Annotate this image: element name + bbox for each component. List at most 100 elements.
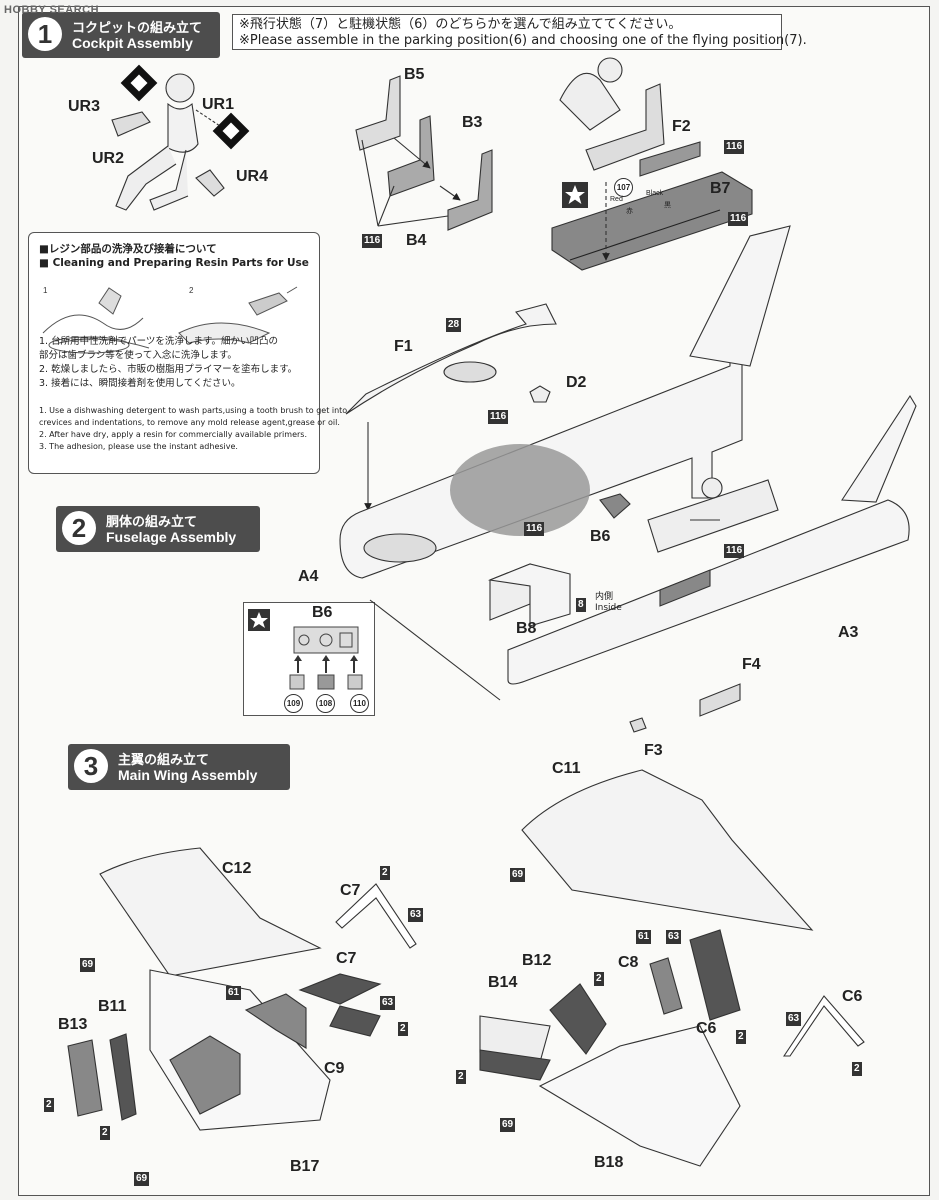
step-en-2: 2. After have dry, apply a resin for com… bbox=[39, 430, 307, 439]
label-b4: B4 bbox=[406, 232, 427, 249]
label-b12: B12 bbox=[522, 952, 552, 969]
color-code-69: 69 bbox=[80, 958, 96, 972]
inside-label: 内側 Inside bbox=[595, 592, 622, 614]
label-b13: B13 bbox=[58, 1016, 88, 1033]
color-code-28: 28 bbox=[446, 318, 462, 332]
label-b11: B11 bbox=[98, 998, 127, 1015]
color-code-2: 2 bbox=[44, 1098, 54, 1112]
label-f2: F2 bbox=[672, 118, 691, 135]
step-en-1: 1. Use a dishwashing detergent to wash p… bbox=[39, 406, 348, 415]
label-b18: B18 bbox=[594, 1154, 624, 1171]
color-code-116: 116 bbox=[488, 410, 509, 424]
resin-title-jp: ■レジン部品の洗浄及び接着について bbox=[39, 243, 217, 255]
label-a4: A4 bbox=[298, 568, 319, 585]
section-title-en: Main Wing Assembly bbox=[118, 767, 258, 783]
color-code-63: 63 bbox=[380, 996, 396, 1010]
inside-jp: 内側 bbox=[595, 592, 614, 602]
notice-jp: ※飛行状態（7）と駐機状態（6）のどちらかを選んで組み立ててください。 bbox=[239, 17, 682, 32]
resin-illustration: 1 2 bbox=[42, 286, 298, 354]
color-code-2: 2 bbox=[398, 1022, 408, 1036]
decal-110: 110 bbox=[350, 694, 369, 713]
watermark: HOBBY SEARCH bbox=[4, 4, 100, 16]
section-title-jp: コクピットの組み立て bbox=[72, 21, 203, 36]
section-title-en: Fuselage Assembly bbox=[106, 529, 237, 545]
color-code-69: 69 bbox=[134, 1172, 150, 1186]
label-b3: B3 bbox=[462, 114, 483, 131]
step-number: 1 bbox=[28, 17, 62, 51]
color-code-116: 116 bbox=[362, 234, 383, 248]
label-d2: D2 bbox=[566, 374, 587, 391]
step-jp-1b: 部分は歯ブラシ等を使って入念に洗浄します。 bbox=[39, 350, 237, 361]
color-code-2: 2 bbox=[456, 1070, 466, 1084]
label-c12: C12 bbox=[222, 860, 252, 877]
color-code-2: 2 bbox=[736, 1030, 746, 1044]
label-b8: B8 bbox=[516, 620, 537, 637]
color-code-2: 2 bbox=[100, 1126, 110, 1140]
resin-instructions-box: ■レジン部品の洗浄及び接着について ■ Cleaning and Prepari… bbox=[28, 232, 347, 474]
label-b7: B7 bbox=[710, 180, 731, 197]
label-ur1: UR1 bbox=[202, 96, 235, 113]
color-code-2: 2 bbox=[852, 1062, 862, 1076]
step-jp-2: 2. 乾燥しましたら、市販の樹脂用プライマーを塗布します。 bbox=[39, 364, 298, 375]
section-header-cockpit: 1 コクピットの組み立て Cockpit Assembly bbox=[22, 12, 220, 58]
color-code-8: 8 bbox=[576, 598, 586, 612]
step-en-1b: crevices and indentations, to remove any… bbox=[39, 418, 340, 427]
section-header-main-wing: 3 主翼の組み立て Main Wing Assembly bbox=[68, 744, 290, 790]
color-code-116: 116 bbox=[524, 522, 545, 536]
step-en-3: 3. The adhesion, please use the instant … bbox=[39, 442, 238, 451]
label-ur2: UR2 bbox=[92, 150, 125, 167]
label-b5: B5 bbox=[404, 66, 425, 83]
step-number: 2 bbox=[62, 511, 96, 545]
section-title-jp: 胴体の組み立て bbox=[106, 515, 198, 530]
resin-steps-en: 1. Use a dishwashing detergent to wash p… bbox=[39, 405, 347, 453]
label-ur4: UR4 bbox=[236, 168, 269, 185]
color-code-69: 69 bbox=[510, 868, 526, 882]
resin-title-en: ■ Cleaning and Preparing Resin Parts for… bbox=[39, 257, 309, 269]
color-code-63: 63 bbox=[786, 1012, 802, 1026]
label-a3: A3 bbox=[838, 624, 859, 641]
label-c6: C6 bbox=[696, 1020, 717, 1037]
color-code-2: 2 bbox=[594, 972, 604, 986]
label-f3: F3 bbox=[644, 742, 663, 759]
color-code-69: 69 bbox=[500, 1118, 516, 1132]
color-code-63: 63 bbox=[408, 908, 424, 922]
color-code-116: 116 bbox=[724, 544, 745, 558]
color-code-116: 116 bbox=[724, 140, 745, 154]
inside-en: Inside bbox=[595, 603, 622, 613]
red-label: Red bbox=[610, 196, 623, 203]
section-title-en: Cockpit Assembly bbox=[72, 35, 193, 51]
step-number: 3 bbox=[74, 749, 108, 783]
color-code-2: 2 bbox=[380, 866, 390, 880]
label-b14: B14 bbox=[488, 974, 518, 991]
step-jp-1: 1. 台所用中性洗剤でパーツを洗浄します。細かい凹凸の bbox=[39, 336, 278, 347]
label-ur3: UR3 bbox=[68, 98, 101, 115]
assembly-notice: ※飛行状態（7）と駐機状態（6）のどちらかを選んで組み立ててください。 ※Ple… bbox=[232, 14, 807, 50]
b6-inset-art bbox=[248, 609, 363, 690]
label-c7: C7 bbox=[336, 950, 357, 967]
decal-109: 109 bbox=[284, 694, 303, 713]
pilot-figure bbox=[111, 73, 225, 211]
notice-en: ※Please assemble in the parking position… bbox=[239, 33, 807, 48]
red-jp-label: 赤 bbox=[626, 207, 633, 215]
svg-text:1: 1 bbox=[43, 286, 48, 295]
black-label: Black bbox=[646, 190, 664, 197]
label-c7-frame: C7 bbox=[340, 882, 361, 899]
label-c9: C9 bbox=[324, 1060, 345, 1077]
color-code-61: 61 bbox=[226, 986, 242, 1000]
star-decal-icon bbox=[562, 182, 588, 208]
step-jp-3: 3. 接着には、瞬間接着剤を使用してください。 bbox=[39, 378, 241, 389]
decal-108: 108 bbox=[316, 694, 335, 713]
label-c8: C8 bbox=[618, 954, 639, 971]
color-code-116: 116 bbox=[728, 212, 749, 226]
color-code-63: 63 bbox=[666, 930, 682, 944]
label-b6: B6 bbox=[590, 528, 611, 545]
decal-107: 107 bbox=[614, 178, 633, 197]
label-c11: C11 bbox=[552, 760, 581, 777]
section-header-fuselage: 2 胴体の組み立て Fuselage Assembly bbox=[56, 506, 260, 552]
black-jp-label: 黒 bbox=[664, 201, 671, 209]
color-code-61: 61 bbox=[636, 930, 652, 944]
label-c6-frame: C6 bbox=[842, 988, 863, 1005]
label-f1: F1 bbox=[394, 338, 413, 355]
label-b17: B17 bbox=[290, 1158, 320, 1175]
